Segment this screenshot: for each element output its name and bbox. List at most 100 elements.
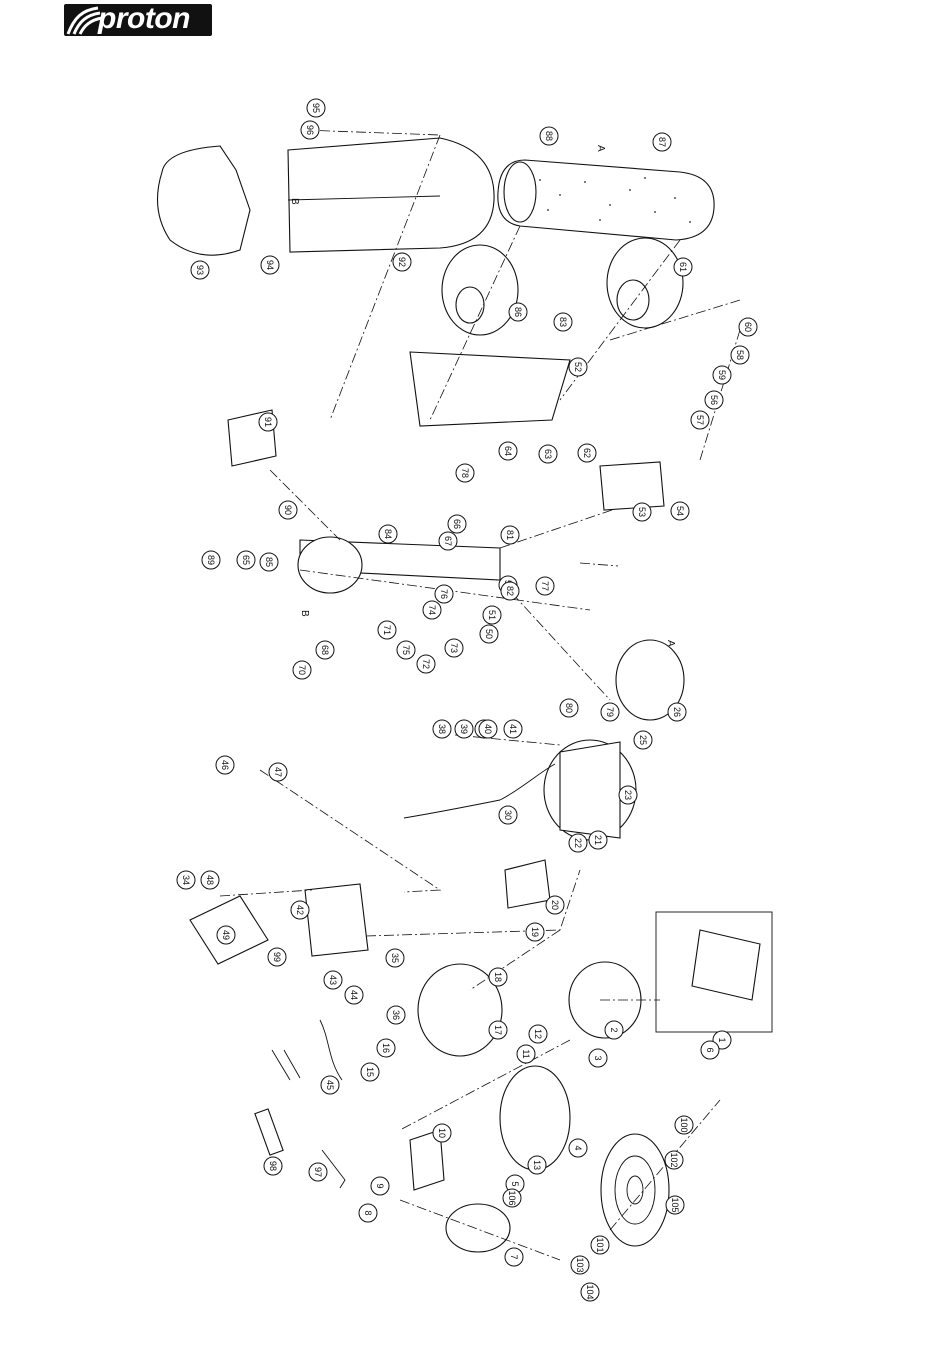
part-callout-103: 103 <box>570 1255 590 1275</box>
callout-circle <box>447 514 467 534</box>
callout-circle <box>438 531 458 551</box>
part-callout-4: 4 <box>568 1138 588 1158</box>
callout-circle <box>396 640 416 660</box>
callout-circle <box>590 1235 610 1255</box>
part-callout-91: 91 <box>258 412 278 432</box>
part-callout-58: 58 <box>730 345 750 365</box>
part-number-label: 60 <box>743 322 753 332</box>
part-number-label: 62 <box>582 448 592 458</box>
part-number-label: 92 <box>397 257 407 267</box>
part-number-label: 76 <box>439 589 449 599</box>
part-callout-95: 95 <box>306 98 326 118</box>
callout-circle <box>216 925 236 945</box>
part-number-label: 48 <box>205 875 215 885</box>
part-number-label: 43 <box>328 975 338 985</box>
part-number-label: 90 <box>283 505 293 515</box>
callout-circle <box>370 1176 390 1196</box>
part-number-label: 8 <box>363 1210 373 1215</box>
part-number-label: 77 <box>540 581 550 591</box>
part-callout-2: 2 <box>604 1020 624 1040</box>
callout-circle <box>306 98 326 118</box>
part-number-label: 41 <box>508 724 518 734</box>
part-number-label: 18 <box>493 972 503 982</box>
callout-circle <box>604 1020 624 1040</box>
section-marker-b: B <box>289 198 300 205</box>
callout-circle <box>323 970 343 990</box>
logo-wordmark: proton <box>98 4 190 35</box>
part-number-label: 70 <box>297 665 307 675</box>
part-number-label: 102 <box>669 1152 679 1167</box>
part-callout-97: 97 <box>308 1162 328 1182</box>
part-number-label: 20 <box>550 900 560 910</box>
callout-circle <box>503 719 523 739</box>
callout-circle <box>525 922 545 942</box>
callout-circle <box>455 463 475 483</box>
callout-circle <box>498 441 518 461</box>
part-number-label: 72 <box>421 659 431 669</box>
part-number-label: 35 <box>390 953 400 963</box>
part-number-label: 5 <box>510 1181 520 1186</box>
part-callout-92: 92 <box>392 252 412 272</box>
part-callout-86: 86 <box>508 302 528 322</box>
callout-circle <box>704 390 724 410</box>
callout-circle <box>444 638 464 658</box>
part-number-label: 7 <box>509 1254 519 1259</box>
callout-circle <box>488 1020 508 1040</box>
callout-circle <box>259 552 279 572</box>
part-number-label: 19 <box>530 927 540 937</box>
part-callout-74: 74 <box>422 600 442 620</box>
part-callout-22: 22 <box>568 833 588 853</box>
callout-circle <box>508 302 528 322</box>
part-number-label: 68 <box>320 645 330 655</box>
callout-circle <box>568 1138 588 1158</box>
callout-circle <box>667 702 687 722</box>
part-callout-18: 18 <box>488 967 508 987</box>
callout-circle <box>665 1195 685 1215</box>
belt-grit-texture <box>519 177 691 223</box>
callout-circle <box>201 550 221 570</box>
callout-circle <box>215 755 235 775</box>
part-callout-105: 105 <box>665 1195 685 1215</box>
part-number-label: 79 <box>605 707 615 717</box>
part-callout-94: 94 <box>260 255 280 275</box>
callout-circle <box>308 1162 328 1182</box>
part-number-label: 75 <box>401 645 411 655</box>
part-number-label: 103 <box>575 1257 585 1272</box>
part-number-label: 99 <box>272 952 282 962</box>
part-callout-76: 76 <box>434 584 454 604</box>
part-number-label: 74 <box>427 605 437 615</box>
callout-circle <box>358 1203 378 1223</box>
callout-circle <box>618 785 638 805</box>
part-callout-51: 51 <box>482 605 502 625</box>
part-callout-8: 8 <box>358 1203 378 1223</box>
assembly-drawing <box>157 137 773 1253</box>
part-callout-52: 52 <box>568 357 588 377</box>
part-callout-53: 53 <box>632 502 652 522</box>
callout-circle <box>568 833 588 853</box>
part-callout-63: 63 <box>538 444 558 464</box>
part-number-label: 91 <box>263 417 273 427</box>
callout-circle <box>416 654 436 674</box>
part-callout-10: 10 <box>432 1123 452 1143</box>
callout-circle <box>263 1156 283 1176</box>
callout-circle <box>377 620 397 640</box>
part-number-label: 50 <box>484 629 494 639</box>
part-callout-54: 54 <box>670 501 690 521</box>
part-number-label: 85 <box>264 557 274 567</box>
part-number-label: 17 <box>493 1025 503 1035</box>
callout-circle <box>478 719 498 739</box>
part-callout-36: 36 <box>386 1005 406 1025</box>
part-callout-48: 48 <box>200 870 220 890</box>
part-number-label: 82 <box>505 586 515 596</box>
callout-circle <box>260 255 280 275</box>
part-number-label: 2 <box>609 1027 619 1032</box>
callout-circle <box>674 1115 694 1135</box>
proton-logo: proton <box>64 4 212 36</box>
callout-circle <box>570 1255 590 1275</box>
part-callout-70: 70 <box>292 660 312 680</box>
part-number-label: 65 <box>241 555 251 565</box>
callout-circle <box>670 501 690 521</box>
part-callout-78: 78 <box>455 463 475 483</box>
callout-circle <box>258 412 278 432</box>
